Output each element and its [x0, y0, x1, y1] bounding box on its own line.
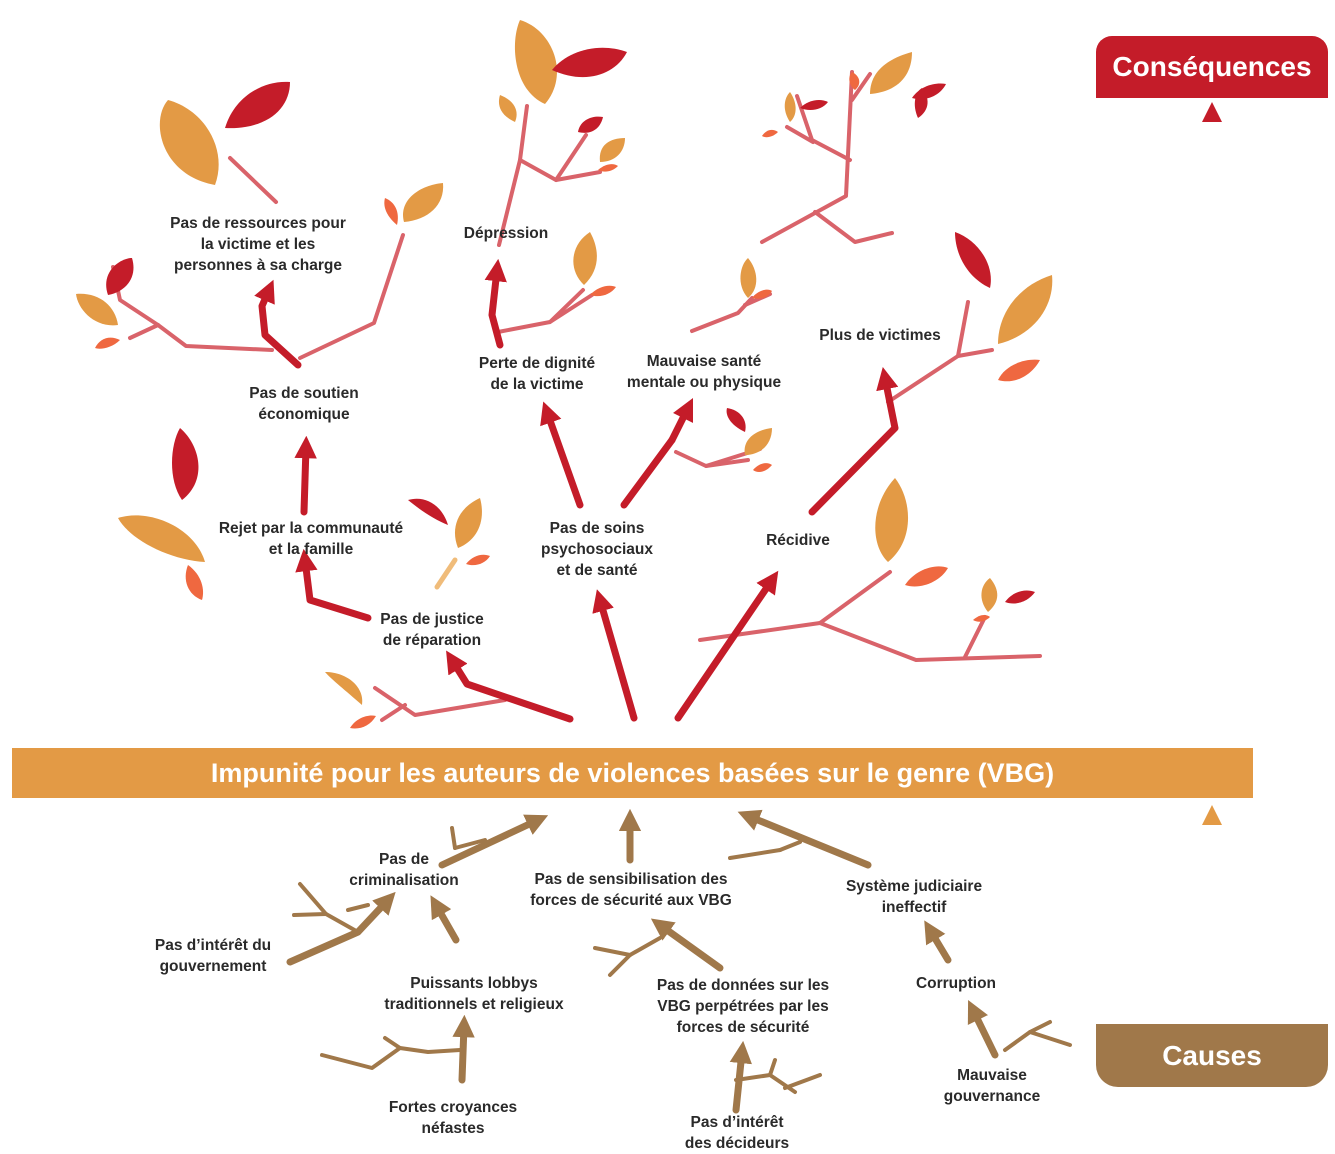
consequence-rejet: Rejet par la communauté et la famille	[218, 520, 404, 558]
cause-systeme-judiciaire: Système judiciaire ineffectif	[845, 878, 983, 916]
cause-arrows	[286, 808, 999, 1114]
consequence-dignite: Perte de dignité de la victime	[478, 355, 596, 393]
consequence-arrows	[254, 258, 899, 723]
consequence-pas-justice: Pas de justice de réparation	[380, 611, 484, 649]
consequences-legend-box: Conséquences	[1096, 36, 1328, 98]
decorative-leaves	[76, 20, 1053, 729]
consequence-recidive: Récidive	[766, 532, 830, 549]
cause-interet-decideurs: Pas d’intérêt des décideurs	[684, 1114, 790, 1152]
consequence-depression: Dépression	[463, 225, 549, 242]
causes-legend-label: Causes	[1162, 1039, 1262, 1071]
cause-donnees: Pas de données sur les VBG perpétrées pa…	[656, 977, 830, 1036]
central-problem-title: Impunité pour les auteurs de violences b…	[210, 757, 1055, 788]
cause-corruption: Corruption	[915, 975, 997, 992]
cause-gouvernance: Mauvaise gouvernance	[943, 1067, 1041, 1105]
decorative-branches	[111, 70, 1042, 722]
decorative-branch-light	[434, 557, 458, 590]
cause-criminalisation: Pas de criminalisation	[349, 851, 459, 889]
consequence-ressources: Pas de ressources pour la victime et les…	[170, 215, 346, 274]
cause-interet-gouvernement: Pas d’intérêt du gouvernement	[154, 937, 272, 975]
cause-branches	[292, 826, 1072, 1094]
consequence-soins: Pas de soins psychosociaux et de santé	[541, 520, 653, 579]
cause-croyances: Fortes croyances néfastes	[388, 1099, 518, 1137]
cause-lobbys: Puissants lobbys traditionnels et religi…	[384, 975, 564, 1013]
consequence-sante: Mauvaise santé mentale ou physique	[626, 353, 782, 391]
cause-sensibilisation: Pas de sensibilisation des forces de séc…	[530, 871, 732, 909]
consequence-plus-victimes: Plus de victimes	[819, 327, 941, 344]
central-problem-band: Impunité pour les auteurs de violences b…	[12, 748, 1253, 798]
consequences-legend-label: Conséquences	[1112, 51, 1312, 82]
consequence-soutien: Pas de soutien économique	[249, 385, 359, 423]
causes-legend-box: Causes	[1096, 1024, 1328, 1087]
